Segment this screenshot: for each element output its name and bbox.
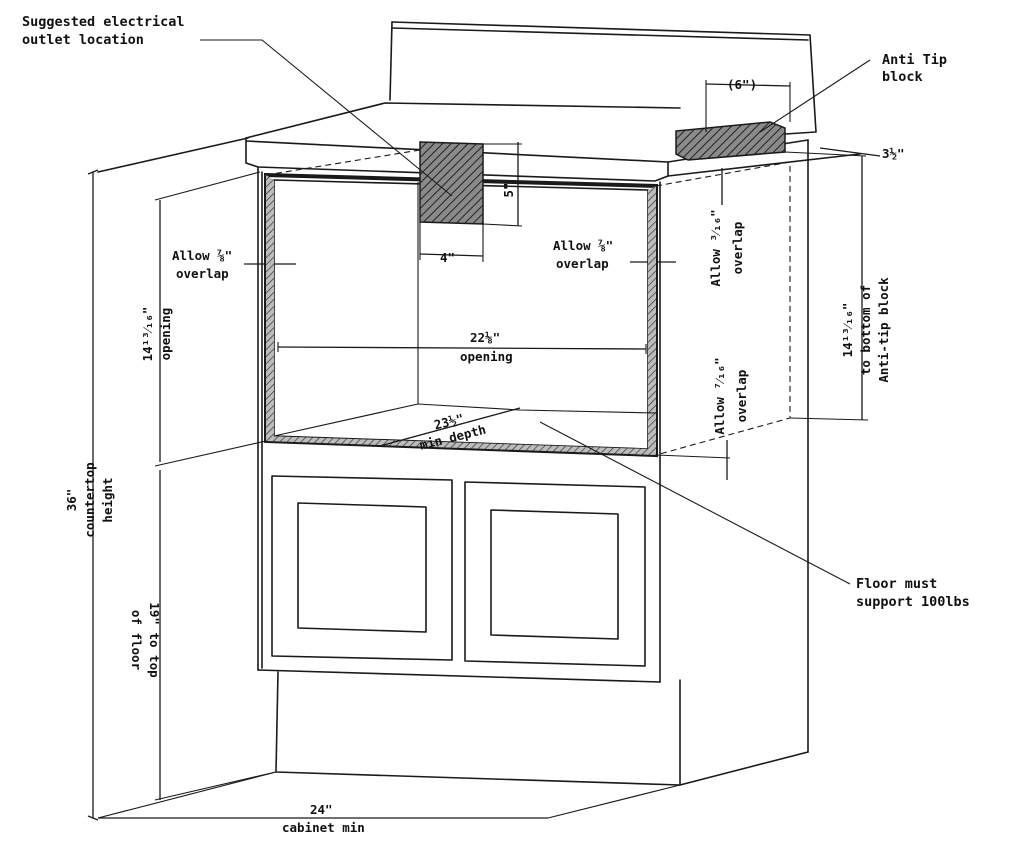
outlet-label-line2: outlet location — [22, 32, 144, 48]
floor-line2: of floor — [129, 610, 144, 671]
antitip-thickness-label: 3½" — [882, 146, 905, 161]
antitip-height-line2: to bottom of — [858, 285, 873, 375]
countertop-line2: countertop — [82, 462, 97, 537]
top-overlap-line1: Allow ³⁄₁₆" — [708, 209, 723, 286]
floor-support-line1: Floor must — [856, 576, 937, 592]
outlet-location — [419, 141, 484, 225]
depth-line1: 23½" — [432, 411, 465, 433]
floor-support-line2: support 100lbs — [856, 594, 970, 610]
cabinet-body — [97, 137, 809, 786]
antitip-height-line1: 14¹³⁄₁₆" — [840, 303, 855, 358]
cabinet-line2: cabinet min — [282, 820, 365, 835]
cabinet-doors — [271, 475, 646, 667]
antitip-label-line1: Anti Tip — [882, 52, 947, 68]
countertop-line1: 36" — [64, 489, 79, 512]
anti-tip-block — [675, 121, 786, 161]
left-overlap-line1: Allow ⅞" — [172, 248, 232, 263]
outlet-width-label: 4" — [440, 250, 455, 265]
bottom-overlap-line2: overlap — [734, 370, 749, 423]
opening-height-line1: 14¹³⁄₁₆" — [140, 307, 155, 362]
right-overlap-line2: overlap — [556, 256, 609, 271]
cabinet-line1: 24" — [310, 802, 333, 817]
backsplash — [389, 21, 817, 135]
countertop-line3: height — [100, 477, 115, 522]
antitip-width-label: (6") — [727, 77, 757, 92]
labels: Suggested electrical outlet location Ant… — [22, 14, 970, 835]
top-overlap-line2: overlap — [730, 222, 745, 275]
floor-line1: 19" to top — [147, 602, 162, 677]
opening-width-line2: opening — [460, 349, 513, 364]
outlet-height-label: 5" — [501, 182, 516, 197]
opening-height-line2: opening — [158, 308, 173, 361]
right-overlap-line1: Allow ⅞" — [553, 238, 613, 253]
antitip-label-line2: block — [882, 69, 923, 85]
outlet-label-line1: Suggested electrical — [22, 14, 185, 30]
leader-lines — [200, 39, 871, 585]
dimension-lines — [87, 80, 881, 821]
bottom-overlap-line1: Allow ⁷⁄₁₆" — [712, 357, 727, 434]
left-overlap-line2: overlap — [176, 266, 229, 281]
opening-width-line1: 22⅛" — [470, 330, 500, 345]
antitip-height-line3: Anti-tip block — [876, 277, 891, 383]
